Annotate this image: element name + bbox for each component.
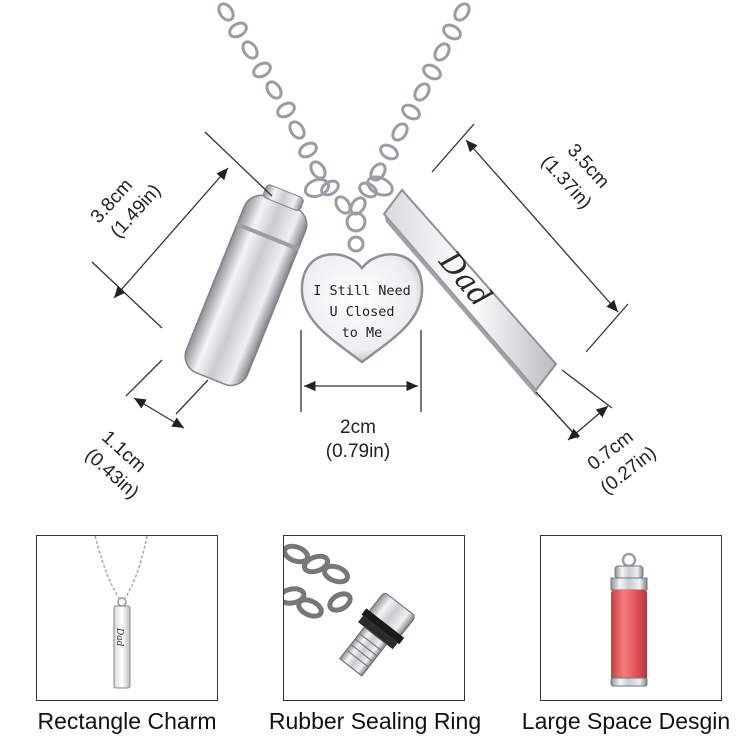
heart-engraving-line-3: to Me — [342, 325, 383, 341]
heart-charm: I Still Need U Closed to Me — [300, 253, 424, 364]
dim-cylinder-diameter — [125, 359, 209, 429]
feature-panel-large-space — [540, 535, 722, 701]
rectangle-charm-image: Dad — [94, 536, 148, 689]
heart-engraving-line-2: U Closed — [329, 304, 394, 320]
dim-cylinder-length — [91, 131, 273, 329]
panel-bar-engraving: Dad — [114, 627, 124, 647]
sealing-ring-image — [284, 543, 415, 677]
feature-panel-rectangle: Dad — [36, 535, 218, 701]
jump-ring-heart — [345, 211, 367, 233]
rubber-ring — [361, 608, 405, 645]
dim-heart-width-cm: 2cm — [340, 417, 376, 438]
dim-bar-length — [431, 123, 629, 353]
cylinder-charm — [184, 184, 308, 387]
caption-rubber-sealing-ring: Rubber Sealing Ring — [268, 708, 482, 734]
dim-bar-width — [535, 369, 613, 441]
heart-engraving-line-1: I Still Need — [313, 283, 411, 299]
jump-ring-cylinder — [303, 177, 331, 199]
caption-large-space-design: Large Space Desgin — [521, 708, 731, 734]
red-cylinder-image — [610, 552, 648, 687]
product-illustration: I Still Need U Closed to Me Dad 3.8cm (1… — [81, 2, 660, 503]
red-cylinder-body — [611, 590, 647, 682]
jump-ring-bar — [366, 175, 394, 197]
feature-panel-sealing-ring — [283, 535, 465, 701]
chain-left — [217, 2, 352, 215]
dim-heart-width — [300, 330, 422, 412]
dim-heart-width-in: (0.79in) — [326, 441, 390, 462]
caption-rectangle-charm: Rectangle Charm — [37, 708, 217, 734]
